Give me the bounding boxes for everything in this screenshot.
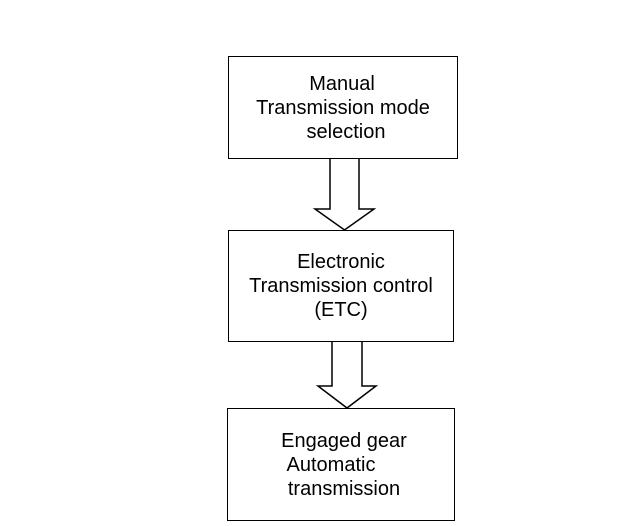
box-1-line-1: Manual [309,72,375,95]
box-2-line-3: (ETC) [314,299,368,321]
box-2-line-1: Electronic [297,251,385,273]
down-arrow-2 [315,342,379,409]
box-3-line-1: Engaged gear [281,429,407,452]
engaged-gear-box: Engaged gear Automatic transmission [227,408,455,521]
manual-mode-selection-box: Manual Transmission mode selection [228,56,458,159]
box-3-line-3: transmission [287,477,401,500]
box-3-line-2: Automatic [286,453,376,476]
down-arrow-1 [312,159,377,231]
etc-box: Electronic Transmission control (ETC) [228,230,454,342]
box-1-line-2: Transmission mode [256,96,430,119]
box-1-line-3: selection [306,120,386,143]
box-2-line-2: Transmission control [249,275,433,297]
